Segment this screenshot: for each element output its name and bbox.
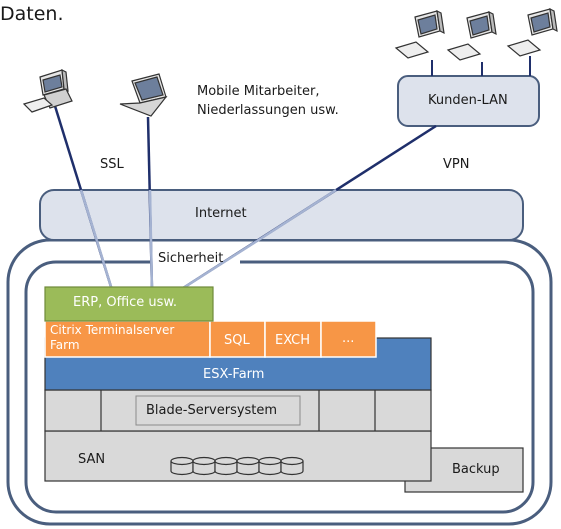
lan-computer-icon-1: [394, 9, 445, 59]
lan-computer-icon-2: [446, 10, 497, 61]
citrix-label-line1: Citrix Terminalserver: [50, 323, 175, 337]
exch-box: [264, 320, 322, 358]
lines-through-internet: [95, 239, 258, 292]
sql-box: [209, 320, 266, 358]
citrix-label-line2: Farm: [50, 338, 80, 352]
exch-label: EXCH: [275, 333, 311, 348]
citrix-box: [44, 320, 211, 358]
more-label: ...: [342, 331, 355, 346]
security-label: Sicherheit: [158, 251, 224, 266]
customer-lan-box: [397, 75, 540, 127]
lan-computer-icon-3: [506, 7, 558, 57]
lines-inside-internet: [79, 188, 337, 243]
header-fragment: Daten.: [0, 3, 64, 25]
mobile-workers-label-line2: Niederlassungen usw.: [197, 103, 339, 118]
internet-label: Internet: [195, 206, 247, 221]
blade-dividers: [100, 390, 376, 431]
blade-label-panel: [135, 395, 301, 426]
lan-connectors: [431, 56, 531, 76]
san-disks: [170, 456, 304, 476]
sql-label: SQL: [224, 333, 250, 348]
erp-label: ERP, Office usw.: [73, 295, 178, 310]
mobile-workers-label-line1: Mobile Mitarbeiter,: [197, 84, 320, 99]
backup-label: Backup: [452, 462, 500, 477]
desktop-computer-icon: [22, 68, 73, 113]
customer-lan-label: Kunden-LAN: [428, 93, 508, 108]
internet-bar: [39, 189, 524, 241]
erp-box: [44, 286, 214, 322]
san-label: SAN: [78, 452, 106, 467]
laptop-icon: [119, 73, 168, 117]
blade-system-label: Blade-Serversystem: [146, 403, 278, 418]
esx-farm-label: ESX-Farm: [203, 367, 265, 382]
vpn-label: VPN: [443, 157, 470, 172]
more-box: [320, 320, 377, 358]
ssl-label: SSL: [100, 157, 124, 172]
